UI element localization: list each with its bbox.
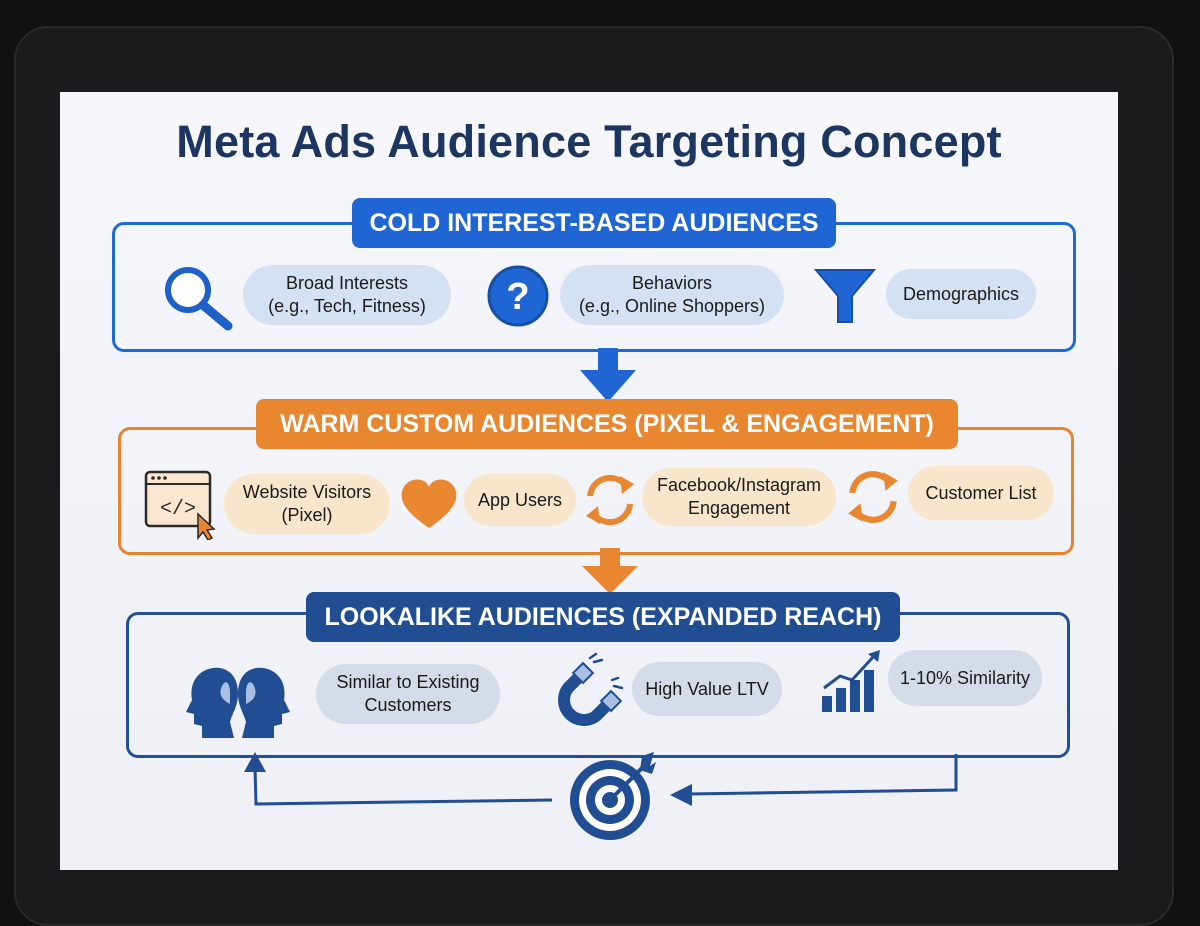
target-icon [570,752,656,840]
magnifier-icon [165,267,233,331]
warm-section-heading: WARM CUSTOM AUDIENCES (PIXEL & ENGAGEMEN… [256,399,958,449]
heart-icon [401,479,457,528]
cold-pill-behaviors: Behaviors(e.g., Online Shoppers) [560,265,784,325]
warm-pill-website-visitors: Website Visitors(Pixel) [224,474,390,534]
magnet-icon [558,652,624,726]
lookalike-pill-high-value-ltv: High Value LTV [632,662,782,716]
arrow-down-orange [582,548,638,594]
cold-section-heading: COLD INTEREST-BASED AUDIENCES [352,198,836,248]
warm-pill-customer-list: Customer List [908,466,1054,520]
code-window-icon: </> [144,470,216,540]
lookalike-pill-similarity: 1-10% Similarity [888,650,1042,706]
question-icon: ? [487,265,549,327]
cold-pill-demographics: Demographics [886,269,1036,319]
refresh-icon [848,471,898,523]
slide: Meta Ads Audience Targeting Concept COLD… [60,92,1118,870]
lookalike-section-heading: LOOKALIKE AUDIENCES (EXPANDED REACH) [306,592,900,642]
loop-arrows [244,752,958,806]
cold-pill-broad-interests: Broad Interests(e.g., Tech, Fitness) [243,265,451,325]
refresh-icon [586,474,634,526]
heads-icon [186,667,290,738]
arrow-down-blue [580,348,636,402]
svg-text:?: ? [506,276,529,318]
warm-pill-app-users: App Users [464,474,576,526]
funnel-icon [813,269,877,323]
svg-text:</>: </> [160,498,196,521]
page-title: Meta Ads Audience Targeting Concept [176,116,1002,167]
growth-chart-icon [822,650,880,712]
